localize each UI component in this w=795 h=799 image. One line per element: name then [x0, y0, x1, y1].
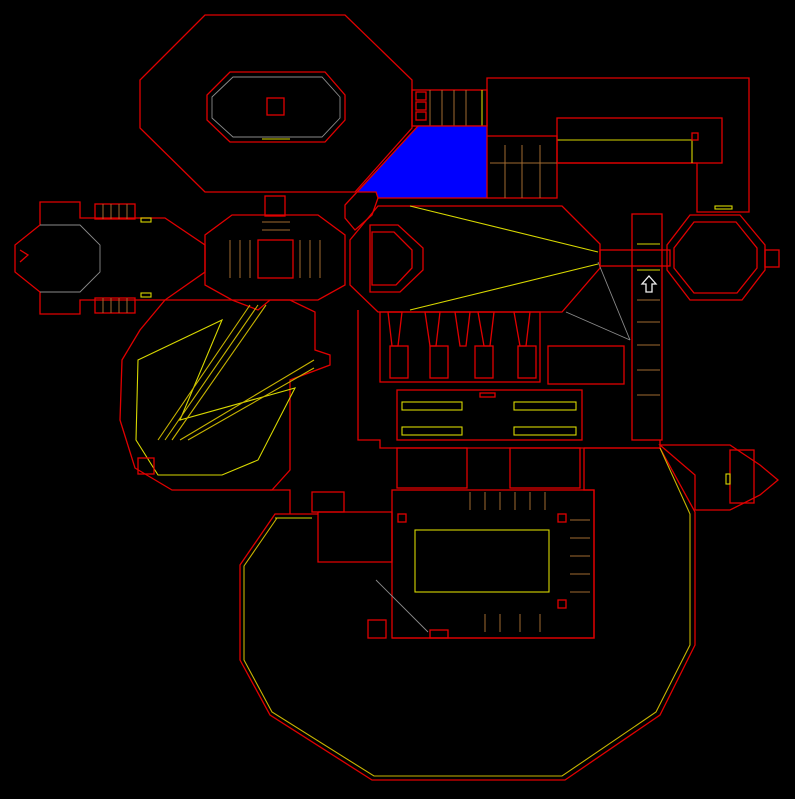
upper-stairs: [411, 89, 488, 127]
east-spike: [658, 444, 780, 511]
east-round-room: [666, 214, 780, 301]
octagon-hall: [139, 14, 413, 193]
central-spear-room: [344, 191, 631, 341]
east-corridor: [599, 213, 671, 441]
junction-hub: [204, 195, 346, 301]
lower-arena: [239, 447, 696, 781]
west-wing: [14, 201, 206, 315]
north-building: [486, 77, 750, 213]
southwest-wedge-room: [119, 299, 331, 491]
pillar-room: [357, 310, 661, 449]
player-arrow-icon: [640, 275, 658, 293]
